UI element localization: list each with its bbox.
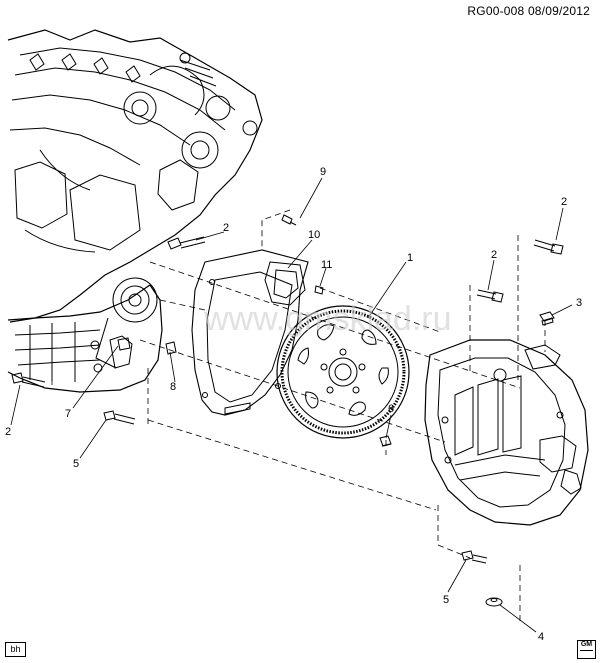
callout-7: 7	[65, 408, 71, 420]
callout-labels: 1 2 2 2 2 3 4 5 5 6 7 8 9 10 11	[5, 166, 582, 643]
fasteners	[11, 214, 564, 607]
callout-1: 1	[407, 252, 413, 264]
dowel-7	[117, 337, 131, 351]
bolt-2-upper-left	[167, 236, 206, 250]
engine-assembly	[7, 29, 263, 393]
bolt-5-right	[461, 550, 488, 564]
bolt-2-mid-right	[476, 289, 504, 303]
leader-lines	[10, 177, 573, 633]
drawing-code: RG00-008	[467, 4, 525, 18]
callout-2-mid-right: 2	[491, 249, 497, 261]
bh-badge: bh	[5, 642, 26, 657]
bolt-9	[281, 214, 297, 226]
bolt-11	[314, 285, 324, 295]
flexplate	[276, 305, 410, 439]
bolt-6	[379, 435, 392, 447]
bolt-5-left	[103, 410, 136, 425]
callout-8: 8	[170, 381, 176, 393]
drawing-reference: RG00-008 08/09/2012	[467, 4, 590, 18]
callout-11: 11	[321, 259, 332, 271]
callout-2-upper-right: 2	[561, 196, 567, 208]
bolt-2-upper-right	[533, 239, 564, 255]
callout-5-left: 5	[73, 458, 79, 470]
callout-6: 6	[388, 403, 394, 415]
alignment-lines	[51, 209, 546, 622]
nut-4	[485, 597, 503, 607]
callout-2-lower-left: 2	[5, 426, 11, 438]
callout-3: 3	[576, 297, 582, 309]
gm-logo: GM	[577, 640, 596, 659]
plug-3	[539, 311, 555, 326]
drawing-date: 08/09/2012	[527, 4, 590, 18]
callout-10: 10	[308, 229, 320, 241]
callout-9: 9	[320, 166, 326, 178]
callout-4: 4	[538, 631, 544, 643]
gm-logo-rule	[580, 650, 593, 651]
watermark: www.gmsklad.ru	[203, 300, 452, 338]
bolt-2-lower-left	[11, 372, 46, 388]
engine-rear-plate	[191, 249, 309, 416]
dowel-8	[165, 341, 177, 355]
callout-2-upper-left: 2	[223, 222, 229, 234]
gm-logo-top: GM	[580, 641, 593, 648]
transmission-assembly	[424, 339, 589, 526]
callout-5-right: 5	[443, 594, 449, 606]
